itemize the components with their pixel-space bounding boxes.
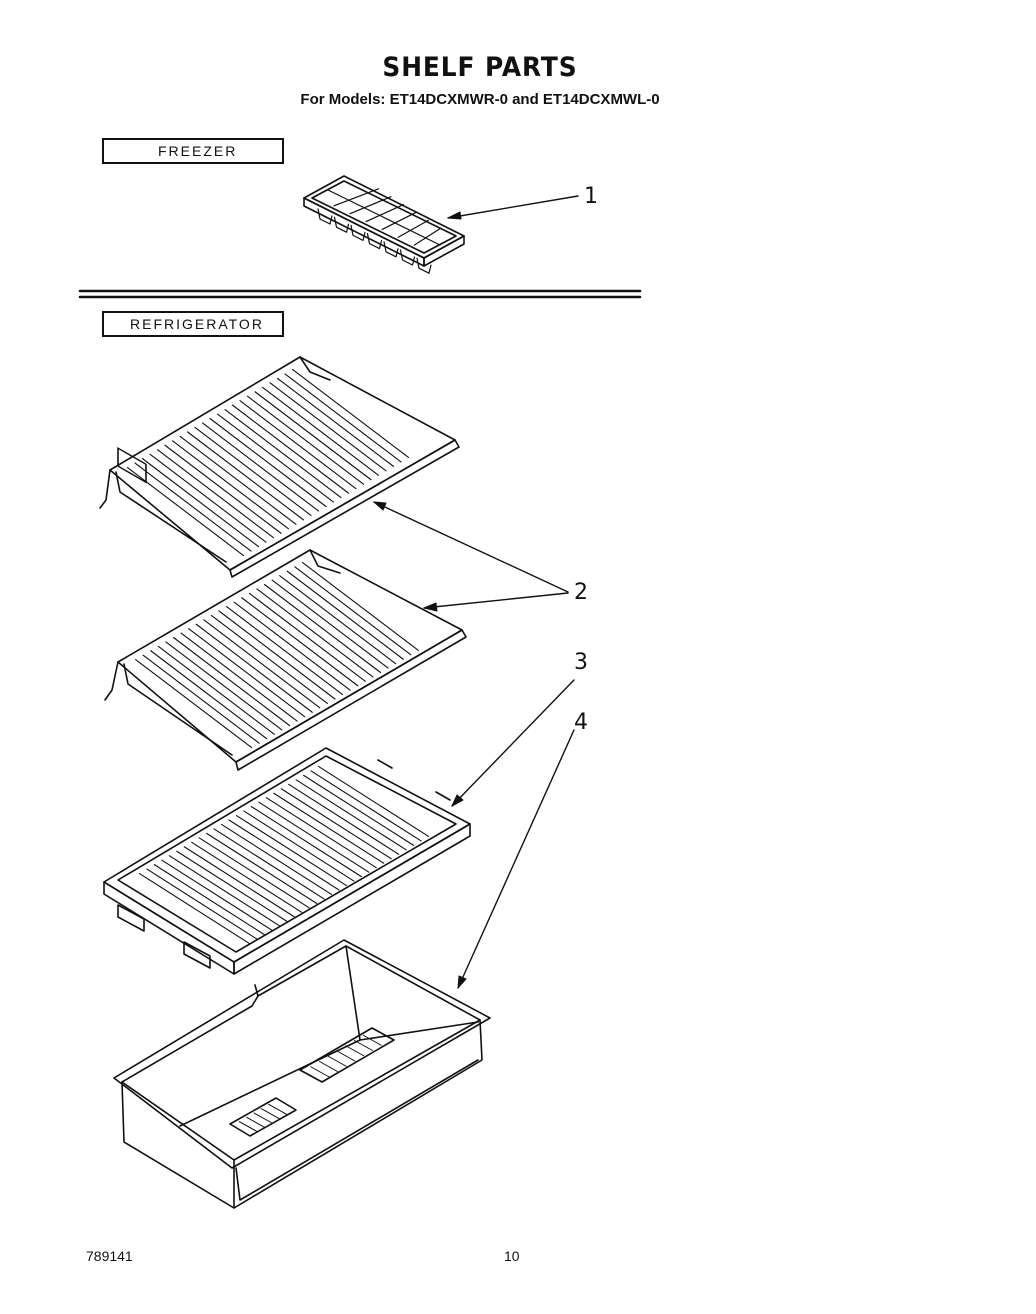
freezer-section-label: FREEZER: [102, 138, 284, 164]
page-title: SHELF PARTS: [382, 52, 578, 83]
wire-shelf-lower: [104, 549, 467, 771]
crisper-pan-drawing: [113, 939, 491, 1209]
crisper-cover-drawing: [103, 447, 471, 975]
shelf-ribs: [135, 561, 419, 749]
pan-ribs: [238, 1034, 382, 1133]
section-divider: [78, 289, 642, 299]
tray-cups: [317, 208, 432, 274]
callout-4: 4: [574, 710, 588, 735]
leader-2a: [373, 501, 569, 593]
callout-1: 1: [584, 184, 598, 209]
leader-1: [447, 195, 579, 219]
callout-3: 3: [574, 650, 588, 675]
leader-4: [457, 729, 575, 989]
wire-shelf-upper: [99, 356, 460, 578]
cover-ribs: [138, 765, 430, 945]
leader-2b: [423, 592, 569, 609]
shelf-ribs: [126, 368, 410, 557]
document-number: 789141: [86, 1248, 133, 1264]
model-subtitle: For Models: ET14DCXMWR-0 and ET14DCXMWL-…: [300, 91, 660, 108]
leader-2b-arrowhead: [423, 602, 438, 612]
leader-1-arrowhead: [447, 211, 462, 220]
callout-2: 2: [574, 580, 588, 605]
leader-2a-arrowhead: [373, 501, 387, 511]
leader-3-arrowhead: [451, 794, 464, 807]
tray-dividers: [327, 188, 442, 246]
leader-3: [451, 679, 575, 807]
refrigerator-section-label: REFRIGERATOR: [102, 311, 284, 337]
leader-4-arrowhead: [457, 975, 467, 989]
ice-cube-tray-drawing: [303, 175, 465, 274]
page-number: 10: [504, 1248, 520, 1264]
